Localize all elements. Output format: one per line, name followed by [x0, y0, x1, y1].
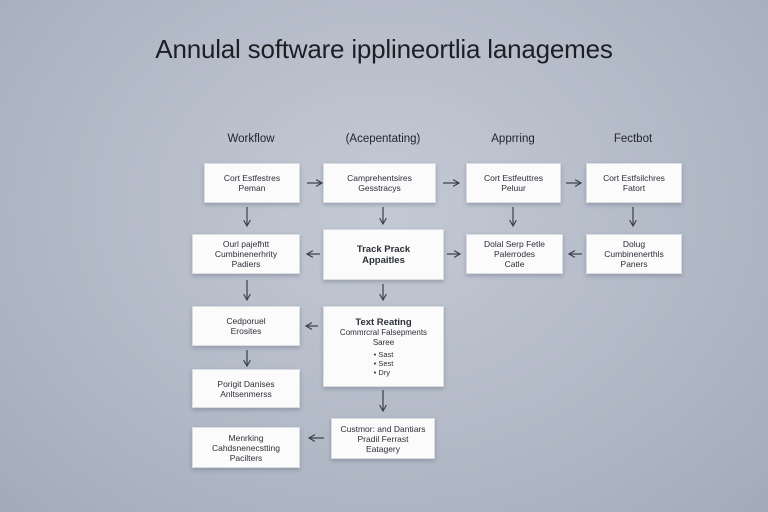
box-menrking: Menrking Cahdsnenecstting Pacilters — [192, 427, 300, 468]
box-dolal-serp-fetle: Dolal Serp Fetle Palerrodes Catle — [466, 234, 563, 274]
text-reating-bullet-list: • Sast • Sest • Dry — [373, 350, 394, 377]
column-header-acepentating: (Acepentating) — [345, 133, 421, 145]
box-track-prack: Track Prack Appaitles — [323, 229, 444, 280]
box-cort-estfestres: Cort Estfestres Peman — [204, 163, 300, 203]
box-cedporuel: Cedporuel Erosites — [192, 306, 300, 346]
column-header-workflow: Workflow — [227, 133, 275, 145]
column-header-apprring: Apprring — [491, 133, 535, 145]
box-text-reating: Text Reating Commrcral Falsepments Saree… — [323, 306, 444, 387]
box-porigit-danises: Porigit Danises Anltsenmerss — [192, 369, 300, 408]
box-cort-estfsilchres: Cort Estfsilchres Fatort — [586, 163, 682, 203]
box-camprehentsires: Camprehentsires Gesstracys — [323, 163, 436, 203]
box-ourl-pajefhtt: Ourl pajefhtt Cumbinenerhrity Padiers — [192, 234, 300, 274]
box-dolug: Dolug Cumbinenerthls Paners — [586, 234, 682, 274]
diagram-title: Annulal software ipplineortlia lanagemes — [155, 34, 613, 64]
column-header-fectbot: Fectbot — [613, 133, 653, 145]
box-custmor-and-dantiars: Custmor: and Dantiars Pradil Ferrast Eat… — [331, 418, 435, 459]
box-cort-estfeuttres: Cort Estfeuttres Peluur — [466, 163, 561, 203]
